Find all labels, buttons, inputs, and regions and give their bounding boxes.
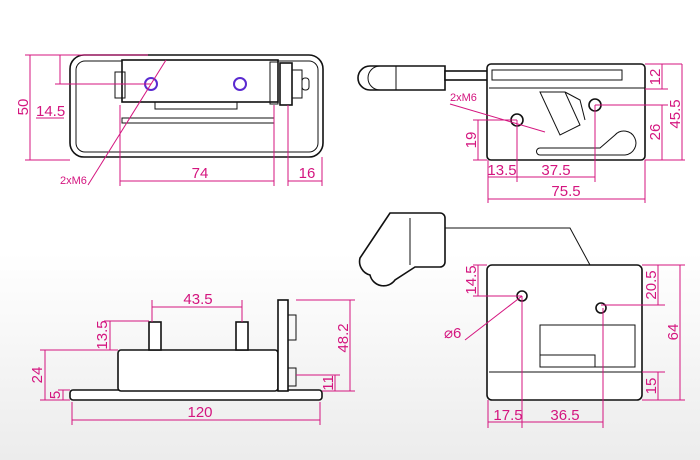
dim-13-5-label: 13.5 (487, 162, 516, 179)
dim-13-5-front-label: 13.5 (94, 320, 111, 349)
stud-right (235, 321, 249, 351)
leader-2xm6 (87, 59, 167, 186)
dim-48-2-label: 48.2 (335, 323, 352, 352)
hole-note-top: 2xM6 (60, 175, 87, 187)
dim-74-label: 74 (192, 165, 209, 182)
stud-left (148, 321, 162, 351)
mount-hole-right (233, 77, 247, 91)
dim-64-label: 64 (665, 324, 682, 341)
latch-body (486, 63, 646, 161)
dim-15-label: 15 (643, 378, 660, 395)
lock-nut (279, 62, 293, 106)
dim-11-label: 11 (320, 375, 337, 391)
latch-body-bottom (486, 264, 643, 401)
dim-16-label: 16 (299, 165, 316, 182)
dim-37-5-label: 37.5 (541, 162, 570, 179)
dim-43-5-label: 43.5 (183, 291, 212, 308)
dim-36-5-label: 36.5 (550, 407, 579, 424)
dim-120-label: 120 (187, 404, 212, 421)
top-view: 50 14.5 74 16 2xM6 (15, 54, 324, 187)
dim-12-label: 12 (647, 69, 664, 86)
hinge-pin-left (269, 61, 279, 105)
side-view-top: 12 26 45.5 19 13.5 37.5 75.5 2xM6 (357, 63, 685, 203)
dim-75-5-label: 75.5 (551, 183, 580, 200)
dim-20-5-label: 20.5 (643, 270, 660, 299)
bracket-plate (277, 299, 289, 392)
bolt-tip (301, 77, 310, 91)
front-view: 43.5 13.5 48.2 11 24 5 120 (29, 291, 355, 425)
dim-5-label: 5 (47, 391, 64, 399)
dim-14-5-bottom-label: 14.5 (463, 265, 480, 294)
dim-17-5-label: 17.5 (493, 407, 522, 424)
dim-26-label: 26 (647, 124, 664, 141)
dim-14-5-label: 14.5 (36, 103, 65, 120)
dim-19-label: 19 (463, 132, 480, 149)
dim-diameter-label: ⌀6 (444, 325, 461, 342)
leader-2xm6-right (449, 103, 546, 133)
hook-handle (358, 212, 446, 287)
handle-grip (357, 65, 446, 91)
dim-24-label: 24 (29, 367, 46, 384)
body (117, 349, 279, 392)
side-view-bottom: 14.5 20.5 64 15 17.5 36.5 ⌀6 (358, 212, 685, 428)
left-tab (114, 71, 126, 99)
plate-rib (154, 101, 238, 110)
dim-45-5-label: 45.5 (667, 99, 684, 128)
dim-50-label: 50 (15, 99, 32, 116)
hole-note-right: 2xM6 (450, 92, 477, 104)
leader-d6 (464, 295, 523, 341)
